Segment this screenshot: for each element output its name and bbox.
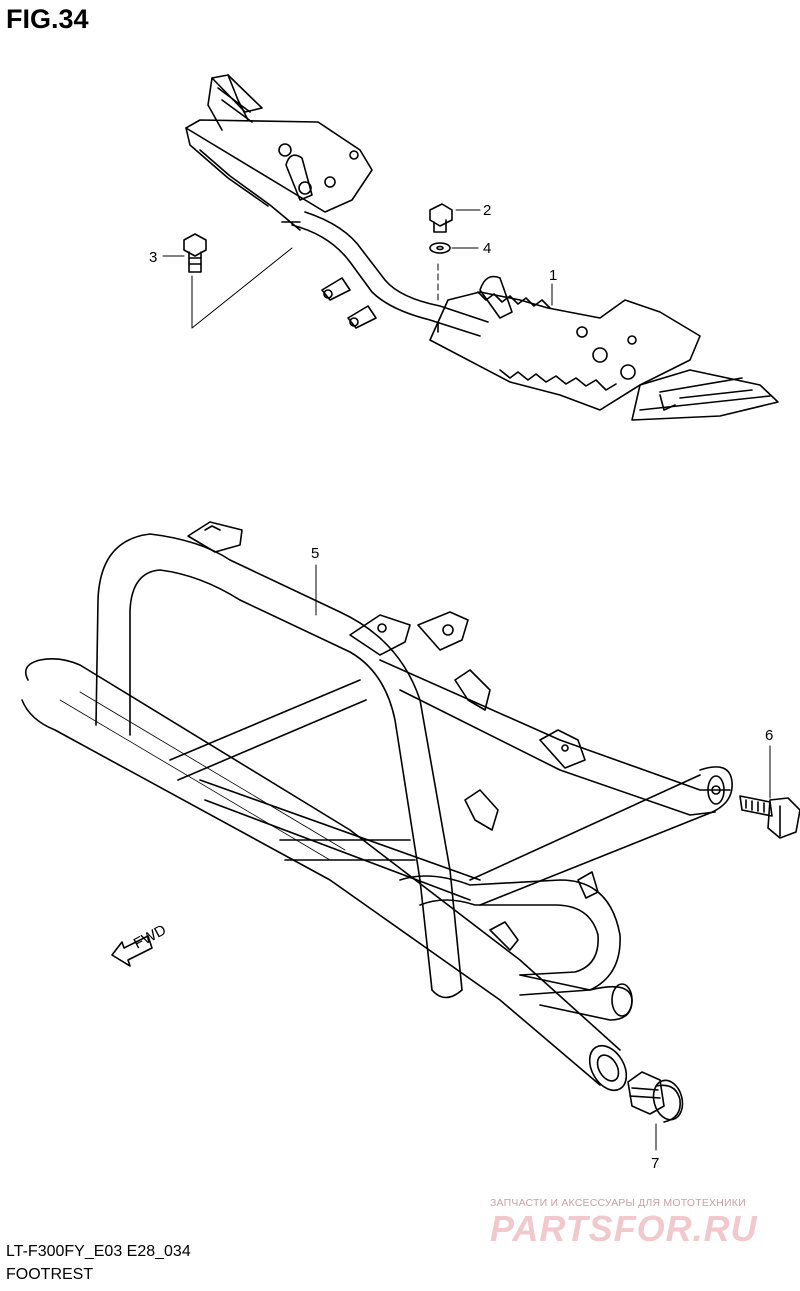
footrest-bracket: [185, 74, 779, 421]
bolt-3: [183, 233, 207, 273]
bolt-6: [739, 795, 800, 839]
fwd-arrow-icon: [111, 935, 153, 967]
washer-4: [429, 242, 451, 254]
watermark-brand: PARTSFOR.RU: [490, 1208, 758, 1249]
callout-1: 1: [549, 267, 557, 284]
callout-2: 2: [483, 202, 491, 219]
callout-6: 6: [765, 727, 773, 744]
model-code: LT-F300FY_E03 E28_034: [6, 1243, 191, 1260]
front-guard: [21, 521, 733, 1092]
bolt-2: [429, 203, 453, 233]
callout-5: 5: [311, 545, 319, 562]
plug-7: [627, 1071, 684, 1123]
callout-7: 7: [651, 1155, 659, 1172]
watermark-tagline: ЗАПЧАСТИ И АКСЕССУАРЫ ДЛЯ МОТОТЕХНИКИ: [490, 1197, 746, 1209]
figure-title: FIG.34: [6, 4, 89, 34]
diagram-caption: FOOTREST: [6, 1266, 94, 1283]
callout-4: 4: [483, 240, 491, 257]
callout-3: 3: [149, 249, 157, 266]
